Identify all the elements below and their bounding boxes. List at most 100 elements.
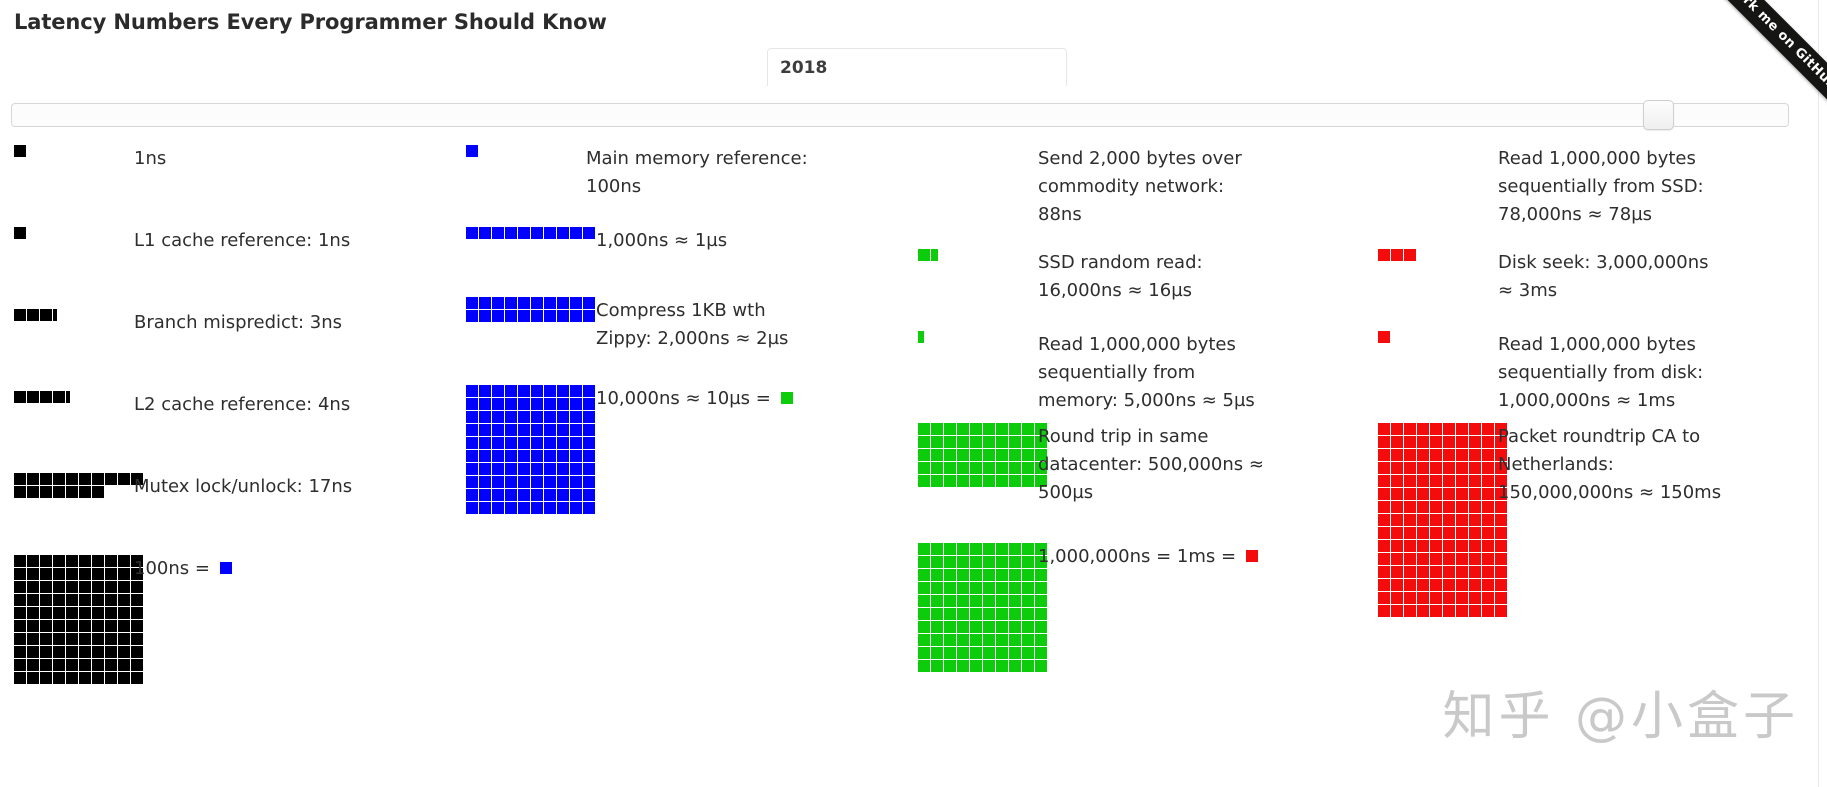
unit-square <box>944 582 956 594</box>
unit-square <box>1495 566 1507 578</box>
latency-entry: Packet roundtrip CA to Netherlands: 150,… <box>1378 423 1721 618</box>
unit-square <box>1404 527 1416 539</box>
square-row <box>466 227 596 240</box>
unit-square <box>466 145 478 157</box>
year-slider-track[interactable] <box>11 103 1789 127</box>
unit-square <box>79 555 91 567</box>
unit-square <box>1378 553 1390 565</box>
unit-square <box>1022 621 1034 633</box>
square-row <box>14 581 143 594</box>
unit-square <box>1443 514 1455 526</box>
github-ribbon-label[interactable]: Fork me on GitHub <box>1703 0 1827 117</box>
unit-square <box>1495 514 1507 526</box>
unit-square <box>1009 462 1021 474</box>
unit-square <box>944 556 956 568</box>
latency-entry: Read 1,000,000 bytes sequentially from S… <box>1378 145 1704 229</box>
unit-square <box>27 646 39 658</box>
square-block <box>918 423 1047 488</box>
unit-square <box>1482 462 1494 474</box>
unit-square <box>1378 475 1390 487</box>
latency-entry: Mutex lock/unlock: 17ns <box>14 473 352 501</box>
unit-square <box>131 646 143 658</box>
unit-square <box>1417 423 1429 435</box>
square-row <box>918 462 1047 475</box>
unit-square <box>957 660 969 672</box>
unit-square <box>996 423 1008 435</box>
unit-square <box>40 633 52 645</box>
unit-square <box>40 607 52 619</box>
unit-square <box>1391 249 1403 261</box>
unit-square <box>1443 579 1455 591</box>
square-row <box>1378 488 1507 501</box>
unit-square <box>492 398 504 410</box>
unit-square <box>970 423 982 435</box>
year-display-box: 2018 <box>767 48 1067 86</box>
unit-square <box>79 594 91 606</box>
unit-square <box>1378 331 1390 343</box>
unit-square <box>1378 566 1390 578</box>
unit-square <box>466 489 478 501</box>
unit-square <box>27 620 39 632</box>
unit-square <box>1456 540 1468 552</box>
unit-square <box>479 310 491 322</box>
unit-square <box>1417 540 1429 552</box>
unit-square <box>1035 475 1047 487</box>
square-row <box>14 620 143 633</box>
unit-square <box>1009 475 1021 487</box>
unit-square <box>118 581 130 593</box>
unit-square <box>1391 566 1403 578</box>
unit-square <box>1035 569 1047 581</box>
unit-square <box>1404 449 1416 461</box>
unit-square <box>557 385 569 397</box>
unit-square <box>492 502 504 514</box>
latency-entry-label: Round trip in same datacenter: 500,000ns… <box>1038 426 1264 503</box>
square-row <box>14 145 134 158</box>
year-slider[interactable] <box>11 100 1789 130</box>
latency-entry: Disk seek: 3,000,000ns ≈ 3ms <box>1378 249 1709 305</box>
unit-square <box>105 473 117 485</box>
unit-square <box>66 646 78 658</box>
latency-entry: SSD random read: 16,000ns ≈ 16µs <box>918 249 1203 305</box>
unit-square <box>66 568 78 580</box>
unit-square <box>505 297 517 309</box>
latency-entry-label: Compress 1KB wth Zippy: 2,000ns ≈ 2µs <box>596 300 789 349</box>
unit-square <box>1469 566 1481 578</box>
unit-square <box>544 476 556 488</box>
square-row <box>918 595 1047 608</box>
unit-square <box>544 310 556 322</box>
unit-square <box>983 608 995 620</box>
unit-square <box>105 555 117 567</box>
unit-square <box>931 660 943 672</box>
unit-square <box>557 476 569 488</box>
latency-entry: 10,000ns ≈ 10µs = <box>466 385 793 515</box>
unit-square <box>79 620 91 632</box>
unit-square <box>118 633 130 645</box>
year-slider-thumb[interactable] <box>1643 100 1675 130</box>
unit-square <box>931 249 938 261</box>
unit-square <box>479 398 491 410</box>
square-block <box>14 473 143 499</box>
github-ribbon[interactable]: Fork me on GitHub <box>1697 0 1827 130</box>
unit-square <box>1391 475 1403 487</box>
unit-square <box>1022 634 1034 646</box>
unit-square <box>1391 488 1403 500</box>
unit-square <box>1417 488 1429 500</box>
unit-square <box>92 646 104 658</box>
latency-entry-label: 1,000,000ns = 1ms = <box>1038 543 1258 571</box>
unit-square <box>505 437 517 449</box>
unit-square <box>544 297 556 309</box>
unit-square <box>570 297 582 309</box>
unit-square <box>1022 608 1034 620</box>
square-row <box>1378 566 1507 579</box>
unit-square <box>105 633 117 645</box>
unit-square <box>1417 462 1429 474</box>
unit-square <box>131 473 143 485</box>
latency-entry-label: Packet roundtrip CA to Netherlands: 150,… <box>1498 426 1722 503</box>
unit-square <box>544 437 556 449</box>
unit-square <box>492 297 504 309</box>
unit-square <box>118 646 130 658</box>
unit-square <box>518 398 530 410</box>
unit-square <box>40 659 52 671</box>
square-row <box>918 543 1047 556</box>
next-unit-swatch-icon <box>219 562 232 574</box>
